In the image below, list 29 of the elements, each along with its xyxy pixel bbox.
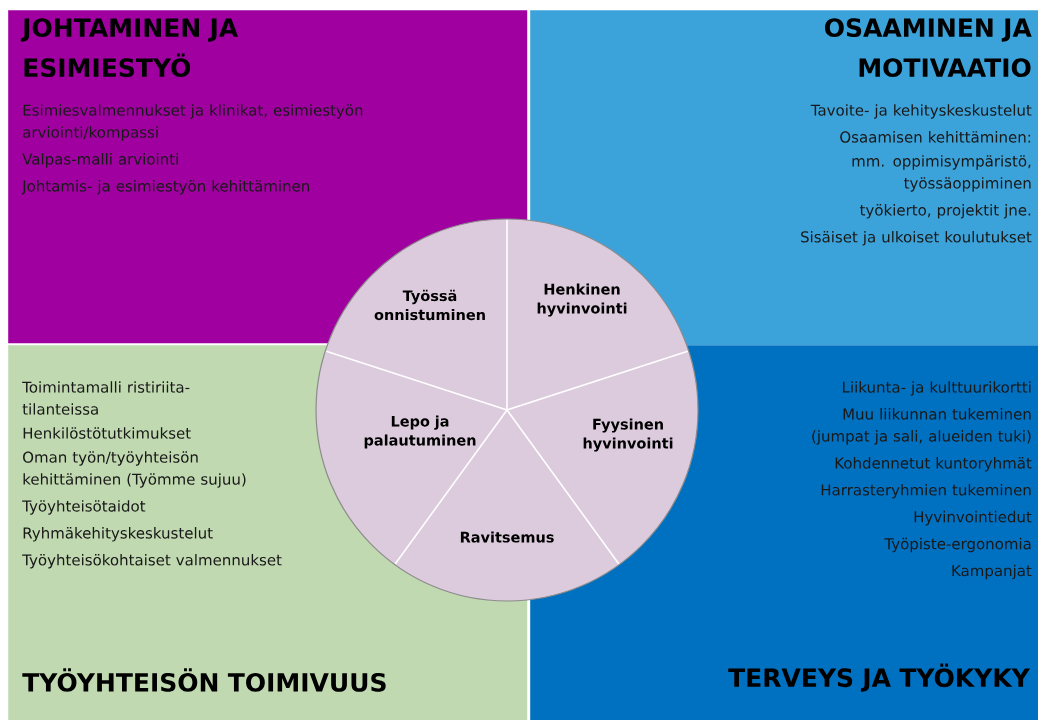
list-item: Kampanjat bbox=[952, 564, 1032, 580]
list-item: Kohdennetut kuntoryhmät bbox=[835, 457, 1032, 472]
list-item: Esimiesvalmennukset ja klinikat, esimiestyön arviointi/kompassi bbox=[23, 104, 363, 141]
list-item: Johtamis- ja esimiestyön kehittäminen bbox=[21, 180, 309, 195]
heading: TYÖYHTEISÖN TOIMIVUUS bbox=[22, 668, 386, 692]
pie-chart-circle bbox=[315, 218, 699, 602]
list-item: Valpas-malli arviointi bbox=[22, 153, 178, 168]
slice-label: Henkinen hyvinvointi bbox=[537, 283, 627, 317]
list-item: Sisäiset ja ulkoiset koulutukset bbox=[801, 230, 1032, 246]
list-item: Hyvinvointiedut bbox=[914, 510, 1032, 526]
list-item: Työyhteisökohtaiset valmennukset bbox=[22, 554, 282, 569]
slice-label: Työssä onnistuminen bbox=[374, 289, 485, 321]
heading: JOHTAMINEN JA ESIMIESTYÖ bbox=[20, 18, 239, 78]
list-item: Osaamisen kehittäminen: bbox=[840, 131, 1031, 143]
list-item: Liikunta- ja kulttuurikortti bbox=[843, 381, 1031, 396]
list-item: Henkilöstötutkimukset bbox=[23, 427, 191, 439]
slice-label: Lepo ja palautuminen bbox=[364, 415, 476, 449]
list-item: Toimintamalli ristiriita- tilanteissa bbox=[22, 381, 190, 415]
list-item: Harrasteryhmien tukeminen bbox=[821, 483, 1031, 499]
list-item: Oman työn/työyhteisön kehittäminen (Työmme sujuu) bbox=[23, 451, 246, 488]
list-item: Työpiste-ergonomia bbox=[884, 537, 1031, 553]
slice-label: Fyysinen hyvinvointi bbox=[583, 418, 673, 452]
list-item: Tavoite- ja kehityskeskustelut bbox=[810, 104, 1032, 119]
list-item: Muu liikunnan tukeminen (jumpat ja sali, alueiden tuki) bbox=[812, 408, 1031, 445]
heading: TERVEYS JA TYÖKYKY bbox=[728, 663, 1031, 692]
heading: OSAAMINEN JA MOTIVAATIO bbox=[825, 18, 1032, 78]
list-item: Työyhteisötaidot bbox=[22, 500, 146, 515]
list-item: Ryhmäkehityskeskustelut bbox=[23, 527, 213, 542]
list-item: työkierto, projektit jne. bbox=[860, 204, 1031, 219]
